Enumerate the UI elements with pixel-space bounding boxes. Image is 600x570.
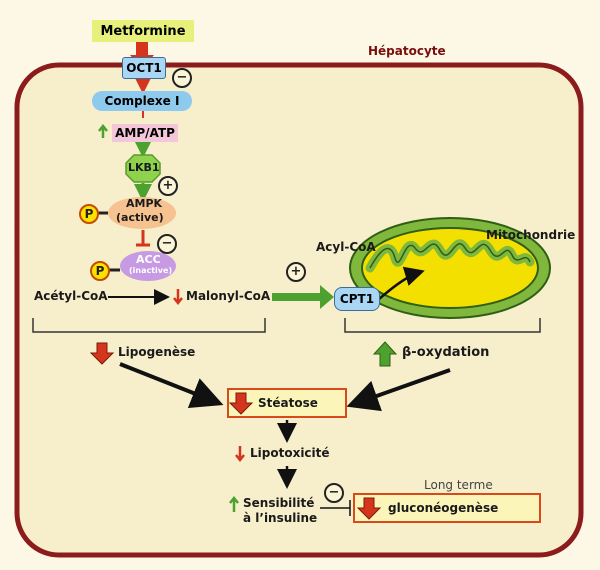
gluconeogenese-box [353,493,541,523]
long-terme-label: Long terme [424,478,493,492]
oxidation-bracket [344,318,541,333]
steatose-label: Stéatose [258,396,318,410]
minus-circle-sensibilite: − [324,483,344,503]
minus-circle-oct1: − [172,68,192,88]
beta-oxidation-up-arrow [372,341,398,367]
lipotoxicite-label: Lipotoxicité [250,446,330,460]
phospho-badge-ampk: P [79,204,99,224]
hepatocyte-label: Hépatocyte [368,44,446,58]
acetyl-coa-label: Acétyl-CoA [34,289,108,303]
lipogenese-label: Lipogenèse [118,345,196,359]
acyl-coa-label: Acyl-CoA [316,240,376,254]
complexe-i-box: Complexe I [92,91,192,111]
sensibilite-label-line1: Sensibilité [243,496,315,510]
steatose-down-arrow [228,392,254,415]
plus-circle-cpt1: + [286,262,306,282]
lipogenese-down-arrow [89,342,115,365]
metformine-label: Metformine [100,23,186,39]
oct1-box: OCT1 [122,57,166,79]
malonyl-down-arrow [173,289,183,306]
amp-up-arrow [98,123,108,138]
malonyl-to-cpt1-arrow [272,285,334,309]
minus-circle-ampk: − [157,234,177,254]
ampk-label-line1: AMPK [126,197,163,210]
lipotox-down-arrow [235,446,245,463]
sensibilite-up-arrow [229,495,239,512]
cpt1-label: CPT1 [339,292,375,306]
mitochondrion-icon [349,217,551,319]
phospho-badge-acc: P [90,261,110,281]
acc-label-line2: (inactive) [129,266,173,275]
lipogenese-to-steatose-arrow [119,362,224,409]
oxidation-to-steatose-arrow [346,368,451,412]
malonyl-coa-label: Malonyl-CoA [186,289,271,303]
plus-circle-lkb1: + [158,176,178,196]
mitochondrie-label: Mitochondrie [486,228,576,242]
amp-atp-label: AMP/ATP [115,126,175,140]
lkb1-label: LKB1 [128,161,160,174]
oct1-label: OCT1 [126,61,162,75]
metformine-box: Metformine [92,20,194,42]
acc-label-line1: ACC [136,253,161,266]
amp-atp-box: AMP/ATP [112,124,178,142]
beta-oxydation-label: β-oxydation [402,345,490,360]
complexe-i-label: Complexe I [104,94,180,108]
cpt1-transport-arrow [377,266,425,301]
gluconeogenese-label: gluconéogenèse [388,501,499,515]
acc-shape [120,251,176,281]
lkb1-shape [125,154,161,183]
ampk-shape [108,197,176,229]
gluconeogenese-down-arrow [356,497,382,520]
cpt1-box: CPT1 [334,287,380,311]
ampk-label-line2: (active) [116,211,164,224]
lipogenesis-bracket [32,318,266,333]
sensibilite-label-line2: à l’insuline [243,511,318,525]
